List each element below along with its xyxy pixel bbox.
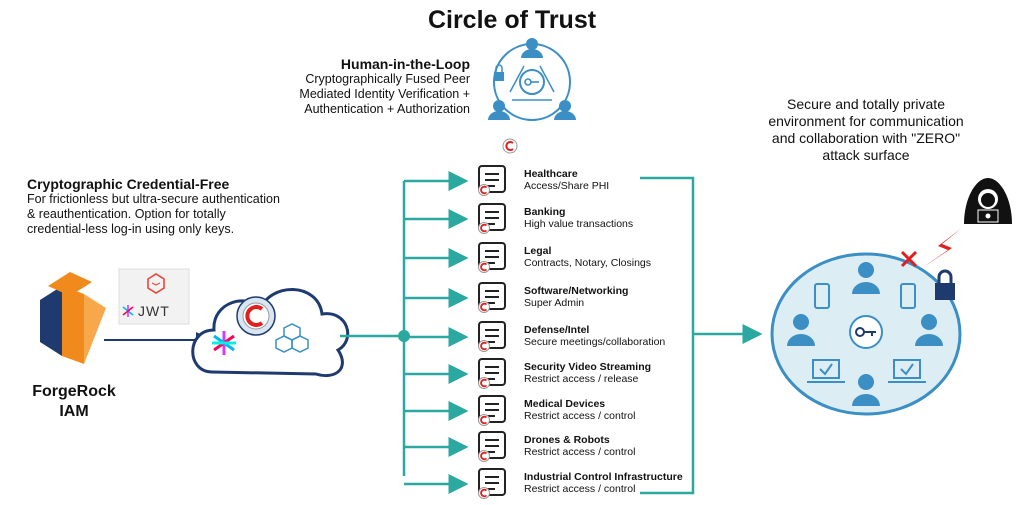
jwt-text: JWT — [138, 303, 170, 319]
human-loop-line-1: Cryptographically Fused Peer — [305, 72, 470, 86]
lightning-bolt-icon — [922, 228, 962, 268]
human-loop-line-2: Mediated Identity Verification + — [299, 87, 470, 101]
secure-env-line-1: Secure and totally private — [787, 96, 945, 112]
use-case-subtitle: Contracts, Notary, Closings — [524, 257, 652, 269]
forgerock-line-1: ForgeRock — [32, 383, 116, 400]
diagram-title: Circle of Trust — [427, 6, 597, 34]
credential-free-block: Cryptographic Credential-Free For fricti… — [27, 176, 327, 237]
use-case-subtitle: Restrict access / release — [524, 373, 639, 385]
phone-icon — [814, 283, 916, 309]
hacker-icon — [964, 178, 1012, 224]
use-case-title: Security Video Streaming — [524, 361, 652, 373]
credential-free-line-2: & reauthentication. Option for totally — [27, 207, 226, 221]
circle-of-trust-icon — [488, 38, 576, 121]
secure-env-line-2: environment for communication — [768, 113, 964, 129]
human-loop-block: Human-in-the-Loop Cryptographically Fuse… — [270, 56, 470, 117]
use-case-subtitle: Restrict access / control — [524, 483, 636, 495]
branch-arrows — [404, 171, 469, 494]
use-case-title: Medical Devices — [524, 398, 606, 410]
forgerock-label: ForgeRock IAM — [10, 382, 138, 422]
item-icons — [478, 165, 506, 499]
secure-environment-text: Secure and totally private environment f… — [746, 96, 986, 164]
credential-free-line-3: credential-less log-in using only keys. — [27, 222, 235, 236]
use-case-title: Banking — [524, 206, 566, 218]
drone-robot-icon — [478, 431, 506, 462]
medical-device-icon — [478, 395, 506, 426]
right-bracket-line — [640, 176, 695, 495]
use-case-title: Software/Networking — [524, 285, 629, 297]
use-case-subtitle: Restrict access / control — [524, 410, 636, 422]
spy-icon — [478, 321, 506, 352]
blocked-x-icon — [900, 250, 918, 268]
bank-icon — [478, 203, 506, 234]
use-case-title: Defense/Intel — [524, 324, 590, 336]
use-case-title: Legal — [524, 245, 552, 257]
use-case-subtitle: High value transactions — [524, 218, 634, 230]
lock-icon — [935, 269, 955, 300]
secure-env-line-3: and collaboration with "ZERO" — [771, 130, 961, 146]
jwt-logo-icon — [122, 305, 134, 317]
human-loop-line-3: Authentication + Authorization — [304, 102, 470, 116]
user-icon — [787, 262, 943, 406]
use-case-title: Healthcare — [524, 168, 578, 180]
use-case-subtitle: Access/Share PHI — [524, 180, 610, 192]
laptop-icon — [807, 359, 926, 383]
secure-environment-circle — [770, 252, 962, 416]
medical-record-icon — [478, 165, 506, 196]
secure-env-line-4: attack surface — [822, 147, 910, 163]
cloud-hub-icon — [191, 288, 350, 377]
human-loop-heading: Human-in-the-Loop — [340, 56, 470, 72]
forgerock-logo-icon — [40, 272, 106, 364]
admin-gears-icon — [478, 282, 506, 313]
security-camera-icon — [478, 358, 506, 389]
c-logo-icon — [502, 138, 518, 154]
use-case-subtitle: Restrict access / control — [524, 446, 636, 458]
credential-free-heading: Cryptographic Credential-Free — [27, 176, 230, 192]
use-case-subtitle: Super Admin — [524, 297, 585, 309]
legal-document-icon — [478, 242, 506, 273]
factory-icon — [478, 468, 506, 499]
key-icon — [849, 315, 883, 349]
forgerock-line-2: IAM — [59, 403, 89, 420]
laravel-jwt-badge: JWT — [118, 268, 190, 325]
use-case-subtitle: Secure meetings/collaboration — [524, 336, 666, 348]
credential-free-line-1: For frictionless but ultra-secure authen… — [27, 192, 280, 206]
use-case-title: Industrial Control Infrastructure — [524, 471, 683, 483]
use-case-title: Drones & Robots — [524, 434, 610, 446]
